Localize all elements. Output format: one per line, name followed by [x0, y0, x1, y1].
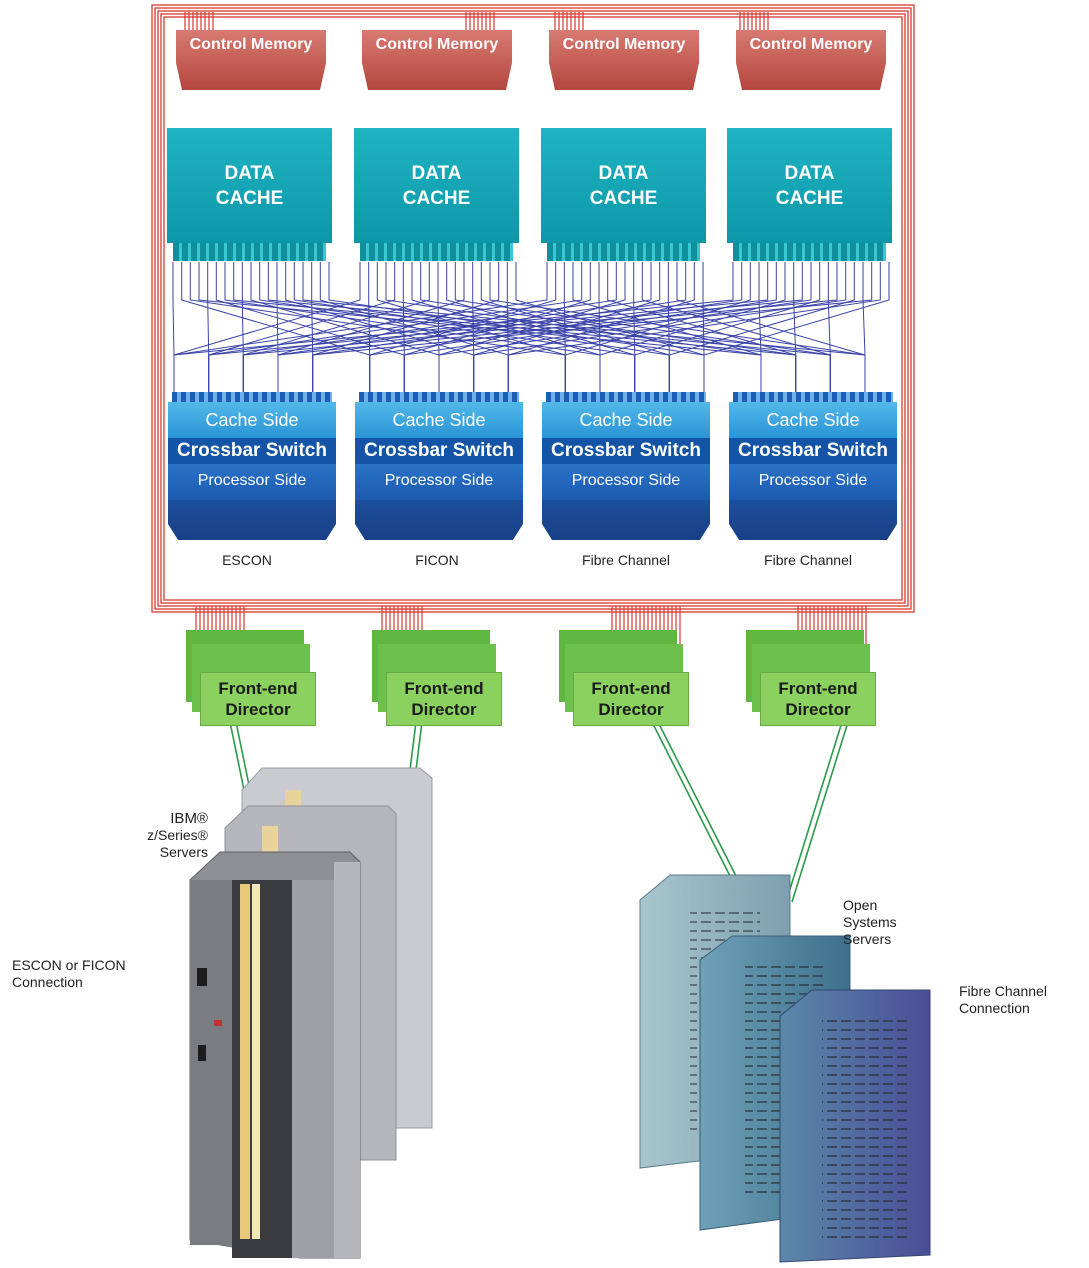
front-end-label-line2: Director [225, 700, 291, 719]
ibm-servers-label: IBM® z/Series® Servers [138, 810, 208, 861]
server-links [229, 721, 849, 903]
connection-type-label: Fibre Channel [582, 552, 670, 568]
escon-ficon-connection-label: ESCON or FICON Connection [12, 957, 126, 991]
front-end-label-line1: Front-end [218, 679, 298, 698]
fabric-wire [173, 262, 361, 392]
open-systems-line1: Open [843, 897, 878, 913]
open-systems-servers-label: Open Systems Servers [843, 897, 897, 948]
crossbar-switch-label: Crossbar Switch [542, 438, 710, 464]
fabric-wire [507, 262, 881, 392]
control-memory-1: Control Memory [176, 30, 326, 90]
front-end-label-line2: Director [598, 700, 664, 719]
fabric-wire [473, 262, 847, 392]
data-cache-label-line2: CACHE [589, 188, 658, 209]
open-systems-line3: Servers [843, 931, 892, 947]
data-cache-label-line2: CACHE [215, 188, 284, 209]
data-cache-label-line1: DATA [598, 163, 649, 184]
data-cache-2: DATA CACHE [354, 128, 519, 261]
open-systems-line2: Systems [843, 914, 897, 930]
fibre-line1: Fibre Channel [959, 983, 1047, 999]
control-memory-4: Control Memory [736, 30, 886, 90]
control-memory-2: Control Memory [362, 30, 512, 90]
fabric-wire [703, 262, 890, 392]
ibm-label-line1: IBM® [170, 810, 208, 827]
fabric-wire [277, 262, 838, 392]
front-end-label-line1: Front-end [591, 679, 671, 698]
fabric-wire [862, 262, 866, 392]
fabric-wire [181, 262, 371, 392]
data-cache-4: DATA CACHE [727, 128, 892, 261]
connection-type-label: Fibre Channel [764, 552, 852, 568]
control-memory-label: Control Memory [749, 36, 873, 53]
ibm-label-line3: Servers [159, 844, 208, 860]
fabric-wire [438, 262, 812, 392]
front-end-label-line2: Director [785, 700, 851, 719]
data-cache-3: DATA CACHE [541, 128, 706, 261]
cache-side-label: Cache Side [542, 402, 710, 438]
fabric-wire [793, 262, 797, 392]
data-cache-label-line1: DATA [784, 163, 835, 184]
data-cache-1: DATA CACHE [167, 128, 332, 261]
fabric-wire [267, 262, 831, 392]
fabric-wire [242, 262, 803, 392]
processor-side-label: Processor Side [542, 464, 710, 500]
fabric-wire [208, 262, 769, 392]
front-end-label-line2: Director [411, 700, 477, 719]
crossbar-switch-2: Cache Side Crossbar Switch Processor Sid… [355, 392, 523, 540]
crossbar-switch-3: Cache Side Crossbar Switch Processor Sid… [542, 392, 710, 540]
crossbar-switch-1: Cache Side Crossbar Switch Processor Sid… [168, 392, 336, 540]
control-memory-bus [184, 12, 769, 30]
control-memory-label: Control Memory [189, 36, 313, 53]
escon-ficon-line2: Connection [12, 974, 83, 990]
cache-side-label: Cache Side [168, 402, 336, 438]
fibre-line2: Connection [959, 1000, 1030, 1016]
fabric-wire [312, 262, 873, 392]
processor-side-label: Processor Side [168, 464, 336, 500]
connection-type-label: ESCON [222, 552, 272, 568]
fabric-wire [634, 262, 821, 392]
crossbar-switch-4: Cache Side Crossbar Switch Processor Sid… [729, 392, 897, 540]
open-systems-servers [639, 874, 931, 1263]
processor-side-label: Processor Side [355, 464, 523, 500]
connection-type-label: FICON [415, 552, 459, 568]
fabric-wire [302, 262, 866, 392]
ibm-label-line2: z/Series® [147, 827, 208, 843]
control-memory-3: Control Memory [549, 30, 699, 90]
fabric-wire [758, 262, 762, 392]
cache-side-label: Cache Side [355, 402, 523, 438]
fabric-wire [827, 262, 831, 392]
switch-fabric [172, 262, 890, 392]
control-memory-label: Control Memory [562, 36, 686, 53]
front-end-label-line1: Front-end [404, 679, 484, 698]
front-end-label-line1: Front-end [778, 679, 858, 698]
escon-ficon-line1: ESCON or FICON [12, 957, 126, 973]
fabric-wire [668, 262, 855, 392]
ibm-zseries-servers [189, 767, 433, 1259]
cache-side-label: Cache Side [729, 402, 897, 438]
crossbar-switch-label: Crossbar Switch [168, 438, 336, 464]
crossbar-switch-label: Crossbar Switch [355, 438, 523, 464]
data-cache-label-line1: DATA [224, 163, 275, 184]
control-memory-label: Control Memory [375, 36, 499, 53]
data-cache-label-line1: DATA [411, 163, 462, 184]
processor-side-label: Processor Side [729, 464, 897, 500]
control-bus-frame [151, 4, 915, 613]
fabric-wire [173, 262, 734, 392]
data-cache-label-line2: CACHE [402, 188, 471, 209]
data-cache-label-line2: CACHE [775, 188, 844, 209]
fibre-channel-connection-label: Fibre Channel Connection [959, 983, 1047, 1017]
crossbar-switch-label: Crossbar Switch [729, 438, 897, 464]
